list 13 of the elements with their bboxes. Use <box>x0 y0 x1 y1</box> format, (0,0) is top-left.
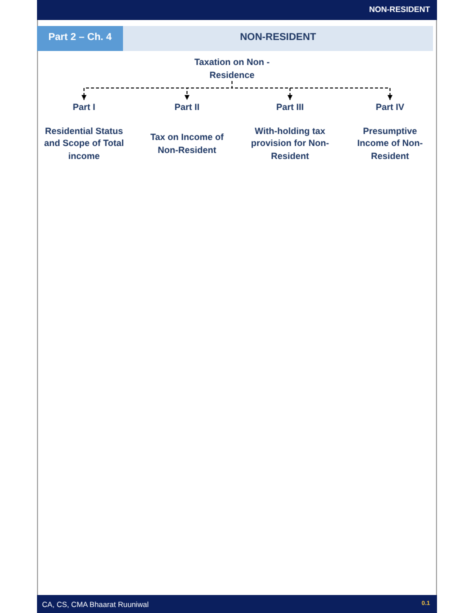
part-heading: Part II <box>173 101 200 114</box>
part-description: With-holding tax provision for Non-Resident <box>250 124 330 163</box>
heading-bar: NON-RESIDENT <box>123 26 433 51</box>
part-heading: Part I <box>72 101 96 114</box>
part-heading: Part IV <box>374 101 406 114</box>
part-heading: Part III <box>275 101 305 114</box>
topic-title: Taxation on Non - Residence <box>193 56 271 81</box>
part-description: Presumptive Income of Non-Resident <box>356 124 424 163</box>
part-description: Residential Status and Scope of Total income <box>43 124 125 163</box>
dashed-arrow <box>232 80 392 100</box>
header-bar: NON-RESIDENT <box>37 0 437 20</box>
part-description: Tax on Income of Non-Resident <box>149 131 225 156</box>
chapter-tab: Part 2 – Ch. 4 <box>37 26 123 51</box>
